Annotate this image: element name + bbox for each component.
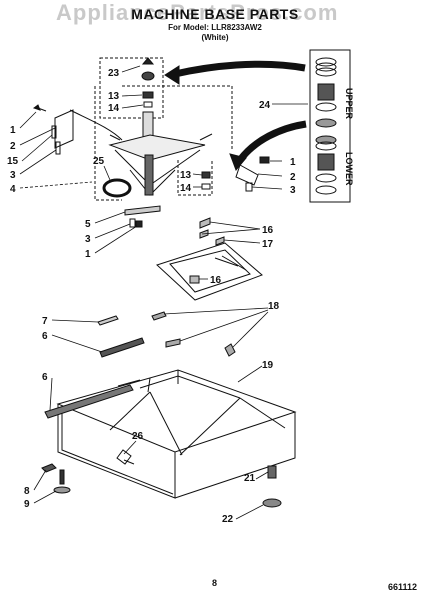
frame-17-icon	[156, 242, 263, 301]
color-line: (White)	[201, 33, 229, 42]
callout-16a: 16	[262, 225, 274, 236]
callout-19: 19	[262, 360, 274, 371]
callout-16b: 16	[210, 275, 222, 286]
washer-14b-icon	[201, 183, 211, 190]
part-21-icon	[267, 465, 277, 479]
rail-6a-icon	[99, 337, 145, 358]
callout-26: 26	[132, 431, 144, 442]
bracket-2b-icon	[235, 164, 259, 186]
bolt-1b-icon	[259, 156, 270, 164]
callout-4: 4	[10, 184, 16, 195]
arrowhead-upper-icon	[164, 65, 180, 85]
callout-9: 9	[24, 499, 30, 510]
callout-14b: 14	[180, 183, 192, 194]
pin-3c-icon	[129, 218, 136, 228]
seal-25-icon	[102, 178, 132, 198]
clip-18c-icon	[224, 343, 236, 357]
callout-24: 24	[259, 100, 271, 111]
washer-14-icon	[143, 101, 153, 108]
callout-1c: 1	[85, 249, 91, 260]
clip-16a-icon	[199, 217, 211, 229]
callout-17: 17	[262, 239, 274, 250]
callout-18: 18	[268, 301, 280, 312]
pad-7-icon	[97, 315, 119, 326]
callout-3b: 3	[290, 185, 296, 196]
rail-6b-icon	[44, 384, 134, 419]
nut-13b-icon	[201, 171, 211, 179]
callout-1a: 1	[10, 125, 16, 136]
callout-1b: 1	[290, 157, 296, 168]
arrow-upper-icon	[174, 60, 306, 78]
clip-16c-icon	[215, 236, 225, 246]
callout-6b: 6	[42, 372, 48, 383]
callout-7: 7	[42, 316, 48, 327]
callout-2b: 2	[290, 172, 296, 183]
callout-22: 22	[222, 514, 234, 525]
pin-15-icon	[51, 125, 57, 139]
clip-16d-icon	[189, 275, 200, 284]
upper-label: UPPER	[344, 88, 354, 120]
bracket-26-icon	[116, 449, 135, 465]
bolt-1c-icon	[135, 220, 143, 228]
foot-22-icon	[262, 498, 282, 508]
bearing-panel	[309, 49, 351, 203]
nut-13-icon	[142, 91, 154, 99]
callout-3c: 3	[85, 234, 91, 245]
callout-14a: 14	[108, 103, 120, 114]
cap-23b-icon	[141, 71, 155, 81]
arrow-lower-icon	[237, 120, 307, 163]
bolt-1-icon	[32, 104, 47, 112]
clip-18a-icon	[151, 311, 167, 321]
page-title: MACHINE BASE PARTS	[131, 6, 299, 22]
cap-23-icon	[141, 57, 155, 65]
clip-18b-icon	[165, 338, 181, 348]
callout-25: 25	[93, 156, 105, 167]
pin-3-icon	[55, 141, 61, 155]
main-dashed-box	[94, 86, 122, 201]
callout-2a: 2	[10, 141, 16, 152]
callout-21: 21	[244, 473, 256, 484]
lower-label: LOWER	[344, 152, 354, 186]
callout-15: 15	[7, 156, 19, 167]
callout-13b: 13	[180, 170, 192, 181]
bracket-5-icon	[124, 205, 161, 216]
arrowhead-lower-icon	[229, 153, 247, 171]
callout-5: 5	[85, 219, 91, 230]
callout-6a: 6	[42, 331, 48, 342]
right-dashed-box	[177, 160, 213, 196]
callout-3a: 3	[10, 170, 16, 181]
callout-13a: 13	[108, 91, 120, 102]
watermark: AppliancePartsPros.com	[56, 0, 339, 25]
callout-23: 23	[108, 68, 120, 79]
foot-8-icon	[41, 463, 71, 494]
base-frame-19-icon	[56, 369, 297, 499]
callout-8: 8	[24, 486, 30, 497]
document-code: 661112	[388, 582, 418, 592]
upper-bearing-icon	[315, 57, 337, 128]
upper-callout-box	[99, 57, 164, 119]
model-line: For Model: LLR8233AW2	[168, 23, 262, 32]
page-number: 8	[212, 578, 218, 588]
lower-bearing-icon	[315, 135, 337, 195]
transmission-spider-icon	[108, 111, 213, 196]
